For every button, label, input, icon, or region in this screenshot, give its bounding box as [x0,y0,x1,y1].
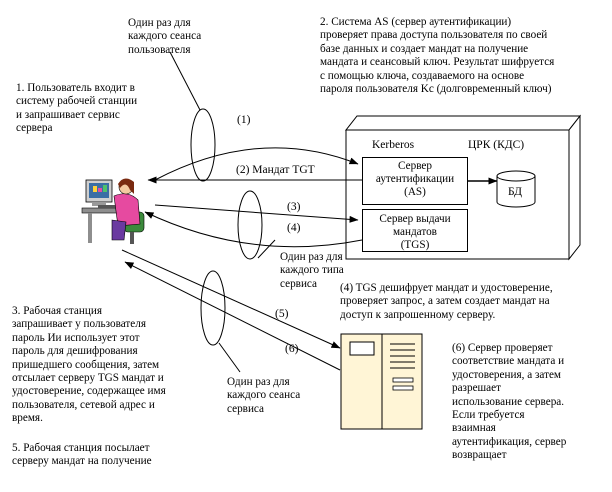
leader-once-per-service-session [218,342,241,373]
ellipse-once-per-service-session [200,270,226,346]
arrow-1-label: (1) [237,114,251,126]
arrow-3-label: (3) [287,201,301,213]
note-once-per-service-type: Один раз для каждого типа сервиса [280,251,344,290]
leader-once-per-service-type [257,239,276,259]
ellipse-once-per-service-type [237,190,263,260]
db-label: БД [508,186,523,198]
note-once-per-service-session: Один раз для каждого сеанса сервиса [227,376,301,415]
arrow-1 [154,147,359,181]
arrow-3 [154,204,359,223]
note-step-1: 1. Пользователь входит в систему рабочей… [16,82,138,135]
note-step-5: 5. Рабочая станция посылает серверу манд… [12,442,152,468]
note-step-4: (4) TGS дешифрует мандат и удостоверение… [340,282,553,321]
ellipse-once-per-logon [190,108,216,182]
user-workstation-icon [81,178,145,244]
arrow-2-label: (2) Мандат TGT [236,164,315,176]
arrow-5 [121,249,341,349]
note-step-3: 3. Рабочая станция запрашивает у пользов… [12,305,166,425]
server-icon [340,333,423,430]
note-step-6: (6) Сервер проверяет соответствие мандат… [452,342,567,462]
arrow-6 [124,261,341,371]
arrow-5-label: (5) [275,308,289,320]
database-cylinder [496,170,536,208]
kerberos-label: Kerberos [372,139,415,151]
tgs-server-box: Сервер выдачи мандатов (TGS) [362,209,468,252]
as-server-box: Сервер аутентификации (AS) [362,157,468,205]
note-step-2: 2. Система AS (сервер аутентификации) пр… [320,16,555,96]
leader-once-per-logon [169,51,201,111]
kdc-label: ЦРК (КДС) [468,139,525,151]
arrow-4 [144,211,363,248]
note-once-per-logon: Один раз для каждого сеанса пользователя [128,17,202,56]
arrow-6-label: (6) [285,343,299,355]
arrow-4-label: (4) [287,222,301,234]
